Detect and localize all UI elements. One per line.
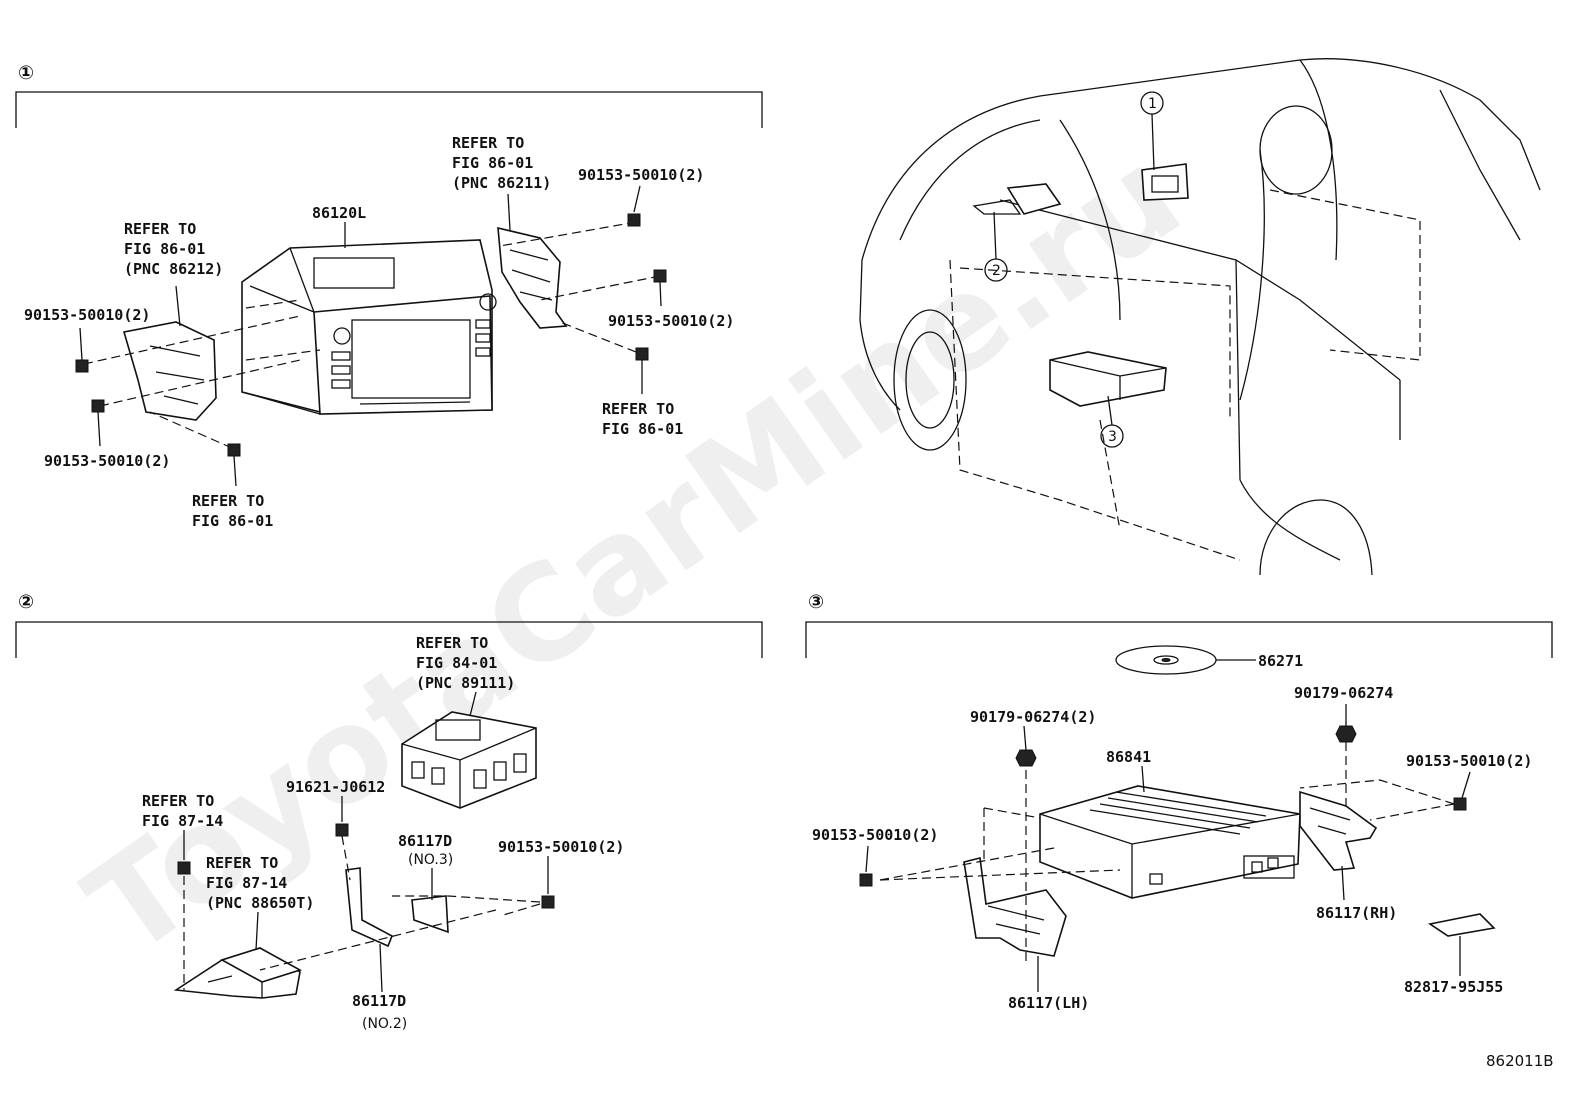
sensor-module-88650T (173, 947, 303, 999)
bolt-icon (335, 823, 349, 837)
label-refer-pnc: (PNC 86211) (452, 174, 551, 192)
label-refer-to: REFER TO (142, 792, 214, 810)
label-refer-fig: FIG 87-14 (206, 874, 287, 892)
label-bolt: 90153-50010(2) (812, 826, 938, 844)
fasteners-section-3 (859, 725, 1467, 887)
bracket-86117D-no3 (411, 895, 449, 934)
label-bolt: 90153-50010(2) (578, 166, 704, 184)
bracket-86117-LH (963, 857, 1067, 957)
wheel-rear (1259, 499, 1373, 576)
bolt-icon (653, 269, 667, 283)
head-unit-location (1141, 163, 1189, 201)
label-bolt: 90153-50010(2) (1406, 752, 1532, 770)
label-refer-to: REFER TO (416, 634, 488, 652)
section-1-dashed-lines (83, 221, 661, 449)
bolts-section-1 (75, 213, 667, 457)
label-refer-fig: FIG 84-01 (416, 654, 497, 672)
label-refer-pnc: (PNC 86212) (124, 260, 223, 278)
label-86117D: 86117D (352, 992, 406, 1010)
label-86117-LH: 86117(LH) (1008, 994, 1089, 1012)
svg-text:2: 2 (992, 263, 1001, 279)
svg-text:1: 1 (1148, 96, 1157, 112)
label-bolt: 90153-50010(2) (608, 312, 734, 330)
section-3-leaders (865, 704, 1471, 992)
disc-86271 (1115, 645, 1256, 675)
amplifier-location-3 (1049, 351, 1167, 407)
bolt-icon (635, 347, 649, 361)
svg-text:3: 3 (1108, 429, 1117, 445)
label-refer-to: REFER TO (602, 400, 674, 418)
label-86271: 86271 (1258, 652, 1303, 670)
label-bolt: 90153-50010(2) (498, 838, 624, 856)
label-refer-to: REFER TO (124, 220, 196, 238)
label-86117D: 86117D (398, 832, 452, 850)
bolt-icon (541, 895, 555, 909)
label-refer-to: REFER TO (452, 134, 524, 152)
bracket-rh (497, 226, 568, 329)
wheel-front (893, 309, 967, 451)
section-1: ① (15, 62, 763, 530)
bolt-icon (91, 399, 105, 413)
bolt-icon (227, 443, 241, 457)
bolt-icon (75, 359, 89, 373)
section-2-leaders (183, 691, 549, 993)
label-bolt: 90153-50010(2) (24, 306, 150, 324)
label-nut: 90179-06274 (1294, 684, 1393, 702)
label-bolt: 91621-J0612 (286, 778, 385, 796)
bracket-86117D-no2 (345, 867, 394, 948)
label-refer-pnc: (PNC 88650T) (206, 894, 314, 912)
section-2-bracket (15, 621, 763, 658)
label-no2: (NO.2) (362, 1016, 407, 1032)
bolt-icon (177, 861, 191, 875)
label-refer-fig: FIG 86-01 (602, 420, 683, 438)
label-no3: (NO.3) (408, 852, 453, 868)
amplifier-86841 (1039, 785, 1301, 899)
bracket-lh (122, 321, 217, 421)
label-refer-pnc: (PNC 89111) (416, 674, 515, 692)
section-2: ② (15, 591, 763, 1032)
nut-icon (1335, 725, 1357, 743)
bracket-86117-RH (1299, 790, 1378, 871)
label-refer-to: REFER TO (192, 492, 264, 510)
label-refer-to: REFER TO (206, 854, 278, 872)
label-bolt: 90153-50010(2) (44, 452, 170, 470)
label-nut: 90179-06274(2) (970, 708, 1096, 726)
label-refer-fig: FIG 86-01 (192, 512, 273, 530)
bolt-icon (859, 873, 873, 887)
label-refer-fig: FIG 86-01 (452, 154, 533, 172)
section-2-number: ② (18, 591, 34, 613)
section-1-number: ① (18, 62, 34, 84)
nut-icon (1015, 749, 1037, 767)
ecu-box-89111 (401, 711, 537, 809)
car-callout-2: 2 (984, 211, 1008, 282)
section-3-bracket (805, 621, 1553, 658)
bolt-icon (1453, 797, 1467, 811)
section-1-leaders (79, 185, 662, 487)
car-callout-1: 1 (1140, 91, 1164, 171)
label-86841: 86841 (1106, 748, 1151, 766)
section-3-dashed-lines (879, 742, 1455, 962)
label-86117-RH: 86117(RH) (1316, 904, 1397, 922)
section-1-bracket (15, 91, 763, 128)
section-3: ③ (805, 591, 1553, 1012)
diagram-code: 862011B (1486, 1052, 1554, 1070)
head-unit-86120L (241, 239, 497, 415)
label-82817: 82817-95J55 (1404, 978, 1503, 996)
label-86120L: 86120L (312, 204, 366, 222)
clip-82817 (1427, 913, 1496, 937)
section-2-dashed-lines (183, 835, 541, 990)
bolt-icon (627, 213, 641, 227)
module-location-2 (1006, 183, 1062, 215)
label-refer-fig: FIG 87-14 (142, 812, 223, 830)
section-3-number: ③ (808, 591, 824, 613)
vehicle-location-view: 1 2 3 (859, 58, 1541, 576)
car-callout-3: 3 (1100, 395, 1124, 448)
label-refer-fig: FIG 86-01 (124, 240, 205, 258)
